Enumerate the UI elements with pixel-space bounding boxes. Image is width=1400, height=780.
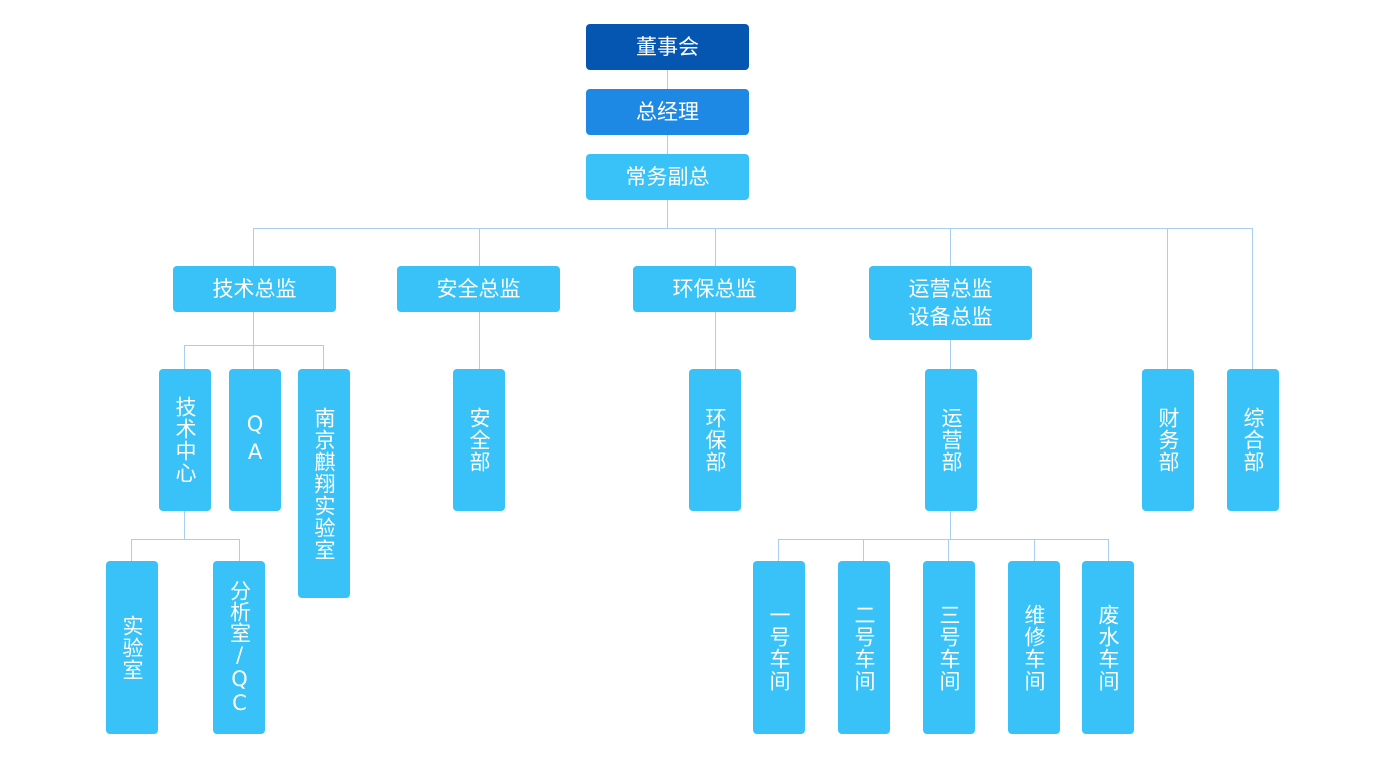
node-wastewater-workshop: 废水车间 [1082, 561, 1134, 734]
node-executive-vp: 常务副总 [586, 154, 749, 200]
node-tech-center: 技术中心 [159, 369, 211, 511]
node-env-director: 环保总监 [633, 266, 796, 312]
node-ops-equipment-director: 运营总监 设备总监 [869, 266, 1032, 340]
node-equipment-director-line: 设备总监 [908, 305, 993, 329]
node-general-manager: 总经理 [586, 89, 749, 135]
node-finance-dept: 财务部 [1142, 369, 1194, 511]
node-ops-director-line: 运营总监 [908, 277, 993, 301]
node-board: 董事会 [586, 24, 749, 70]
node-safety-director: 安全总监 [397, 266, 560, 312]
node-general-dept: 综合部 [1227, 369, 1279, 511]
node-safety-dept: 安全部 [453, 369, 505, 511]
node-qa: QA [229, 369, 281, 511]
node-nanjing-lab: 南京麒翔实验室 [298, 369, 350, 598]
node-ops-dept: 运营部 [925, 369, 977, 511]
node-tech-director: 技术总监 [173, 266, 336, 312]
node-env-dept: 环保部 [689, 369, 741, 511]
node-workshop-1: 一号车间 [753, 561, 805, 734]
node-workshop-3: 三号车间 [923, 561, 975, 734]
node-analysis-qc: 分析室/QC [213, 561, 265, 734]
node-maintenance-workshop: 维修车间 [1008, 561, 1060, 734]
node-lab: 实验室 [106, 561, 158, 734]
node-workshop-2: 二号车间 [838, 561, 890, 734]
